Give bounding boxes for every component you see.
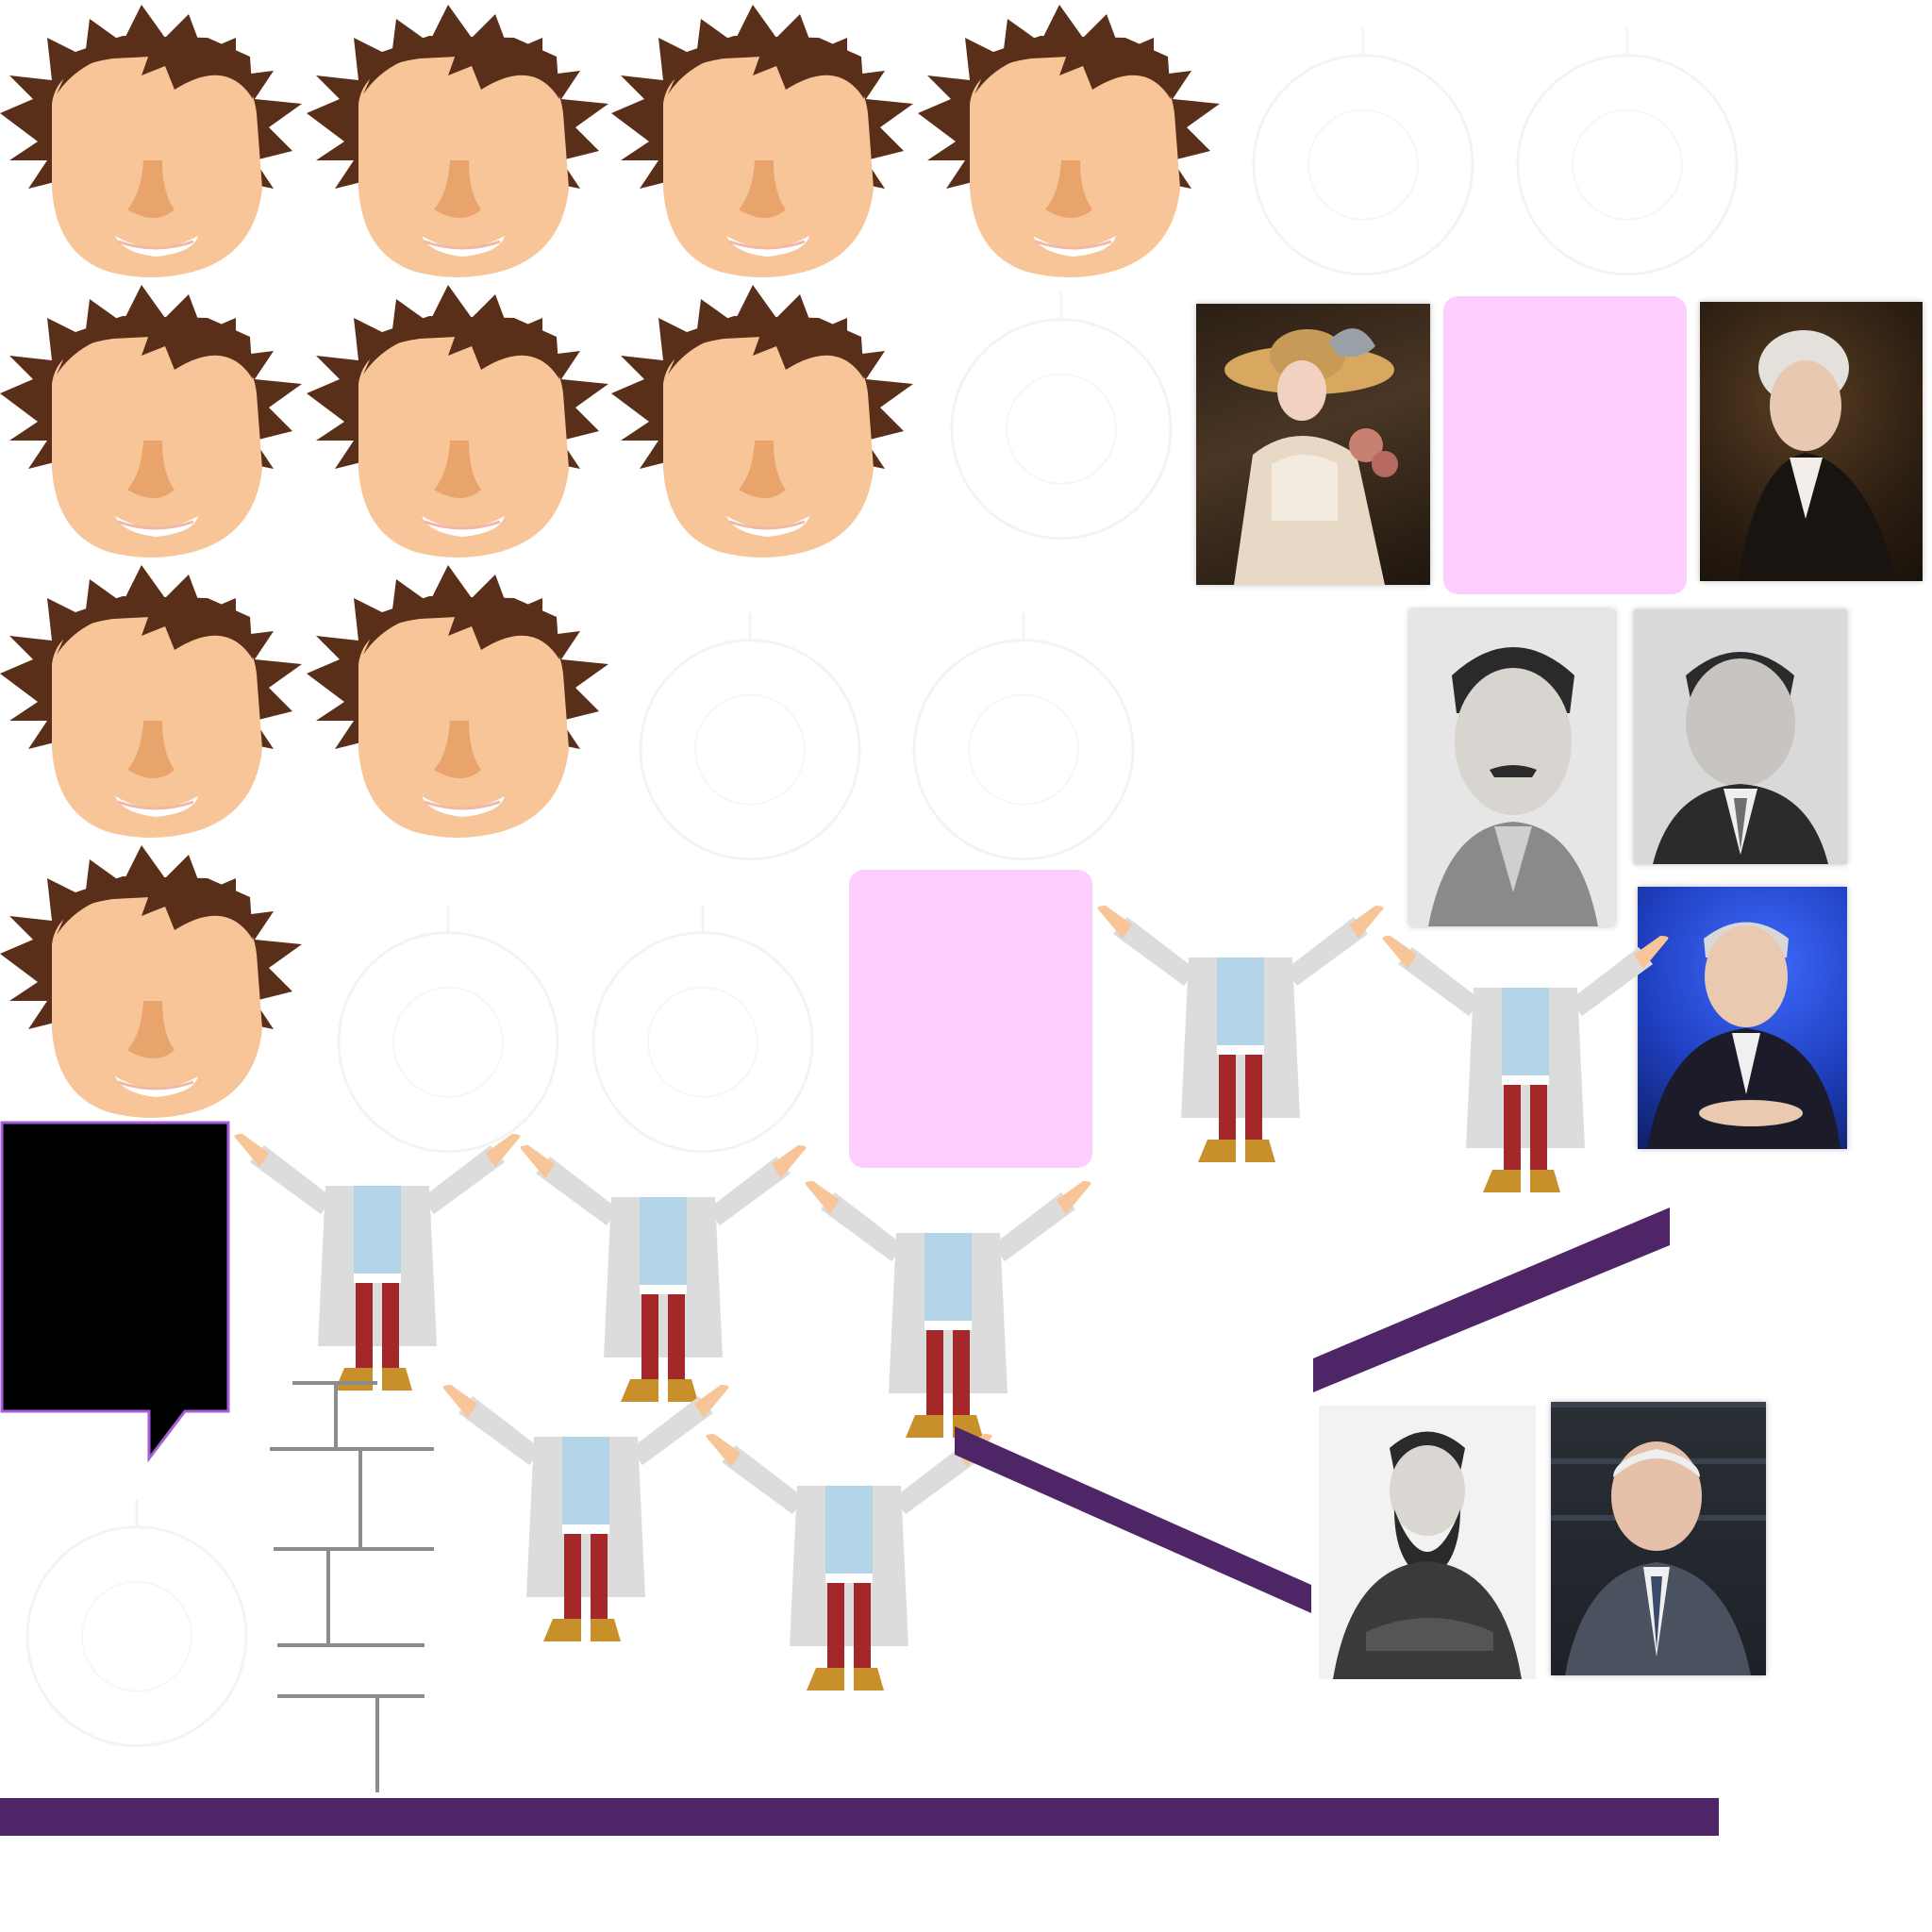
portrait-blue-background-man xyxy=(1638,887,1847,1149)
pink-placeholder-card xyxy=(1443,296,1687,594)
cartoon-head-sprite xyxy=(918,0,1229,283)
portrait-mustache-man xyxy=(1409,609,1615,926)
cartoon-head-sprite xyxy=(611,280,923,563)
portrait-library-man xyxy=(1551,1402,1766,1675)
ramp-bar-lower xyxy=(955,1426,1311,1613)
scientist-body-sprite xyxy=(802,1181,1094,1445)
ghost-sprite xyxy=(924,283,1198,557)
portrait-colonial-man xyxy=(1700,302,1923,581)
scientist-body-sprite xyxy=(1094,906,1387,1170)
ghost-sprite xyxy=(0,1491,274,1764)
ghost-sprite xyxy=(1226,19,1500,292)
cartoon-head-sprite xyxy=(307,280,618,563)
ghost-sprite xyxy=(1491,19,1764,292)
ghost-sprite xyxy=(311,896,585,1170)
cartoon-head-sprite xyxy=(611,0,923,283)
portrait-suit-man xyxy=(1634,609,1847,864)
scientist-body-sprite xyxy=(231,1134,524,1398)
scientist-body-sprite xyxy=(1379,936,1672,1200)
ghost-sprite xyxy=(887,604,1160,877)
scientist-body-sprite xyxy=(440,1385,732,1649)
cartoon-head-sprite xyxy=(307,0,618,283)
scientist-body-sprite xyxy=(703,1434,995,1698)
scientist-body-sprite xyxy=(517,1145,809,1409)
cartoon-head-sprite xyxy=(0,0,311,283)
ground-bar xyxy=(0,1798,1719,1836)
pink-placeholder-card xyxy=(849,870,1092,1168)
portrait-bearded-man xyxy=(1319,1406,1536,1679)
cartoon-head-sprite xyxy=(0,280,311,563)
cartoon-head-sprite xyxy=(0,841,311,1124)
speech-bubble xyxy=(0,1121,230,1462)
cartoon-head-sprite xyxy=(307,560,618,843)
girder-tower xyxy=(270,1381,434,1792)
portrait-woman-hat xyxy=(1196,304,1430,585)
ramp-bar-upper xyxy=(1313,1208,1670,1392)
cartoon-head-sprite xyxy=(0,560,311,843)
ghost-sprite xyxy=(566,896,840,1170)
ghost-sprite xyxy=(613,604,887,877)
